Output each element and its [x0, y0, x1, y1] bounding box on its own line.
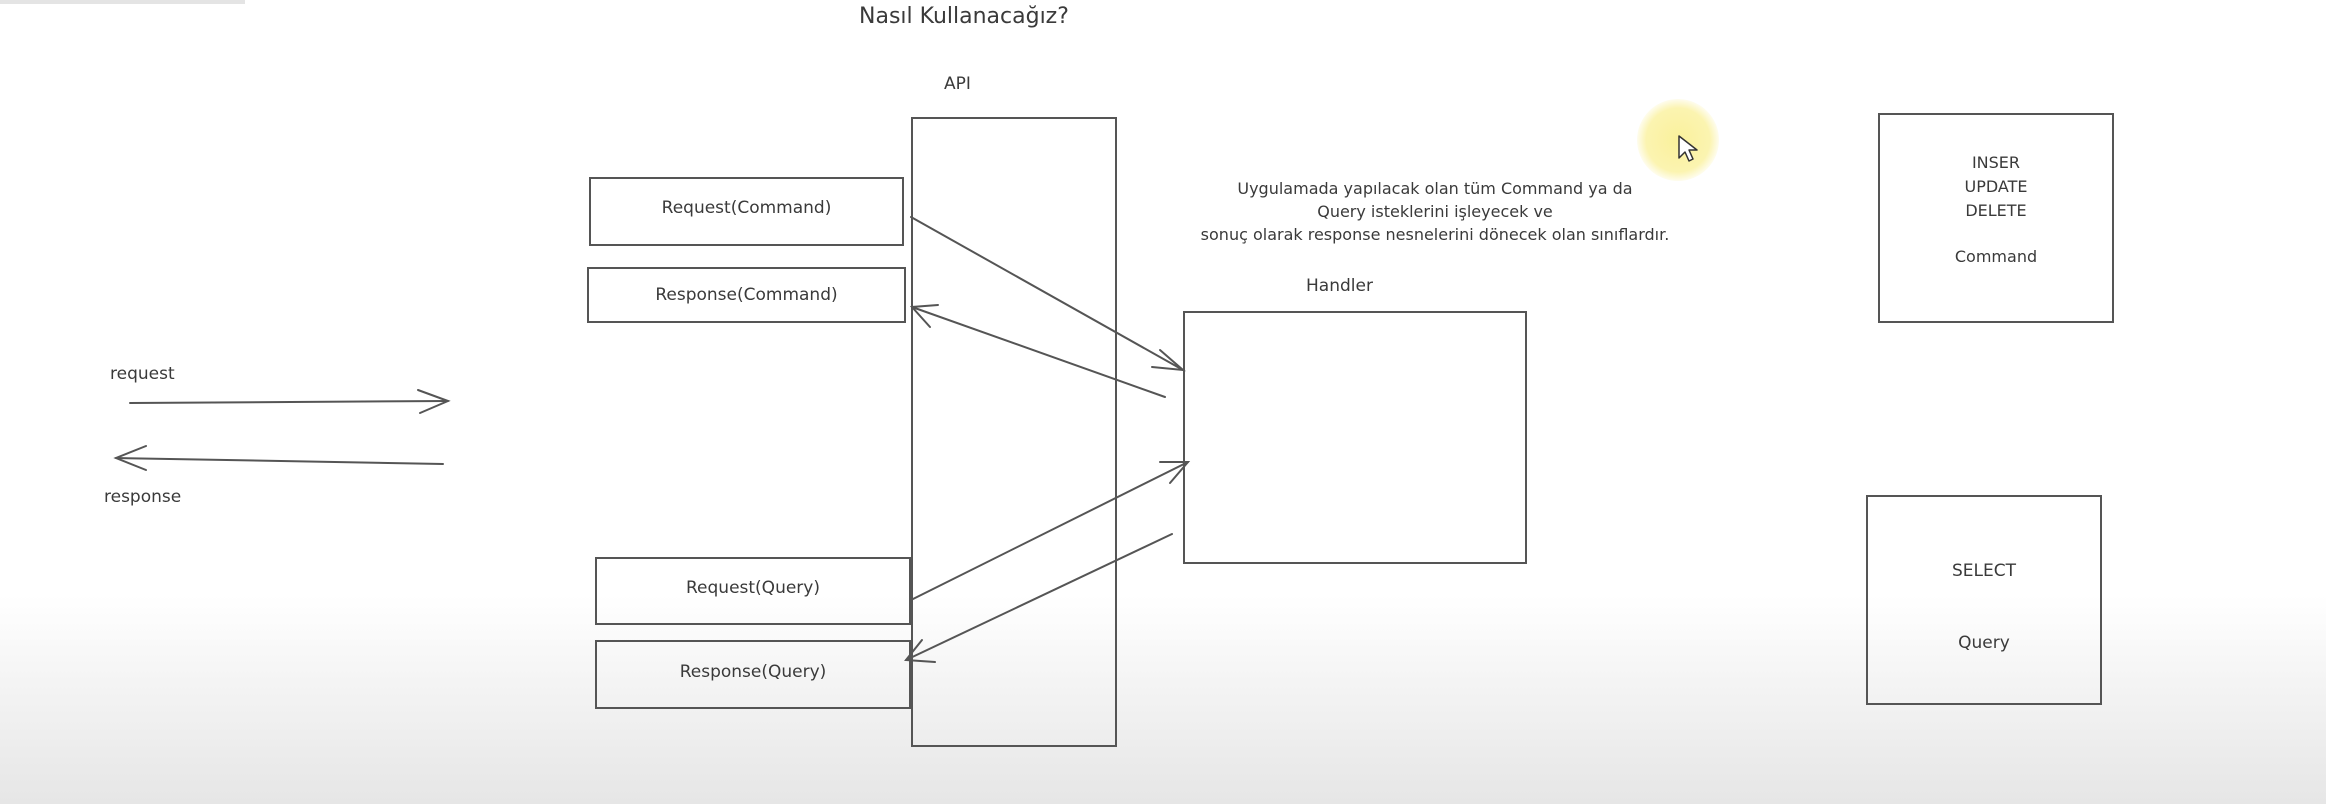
- handler-note: Uygulamada yapılacak olan tüm Command ya…: [1150, 177, 1720, 246]
- handler-to-response-command-arrow: [909, 304, 1166, 398]
- command-insert-label: INSER: [1971, 153, 2021, 172]
- query-box: SELECT Query: [1866, 495, 2102, 705]
- command-box: INSER UPDATE DELETE Command: [1878, 113, 2114, 323]
- command-delete-label: DELETE: [1965, 201, 2027, 220]
- request-arrow: [129, 389, 451, 414]
- command-type-label: Command: [1954, 247, 2038, 266]
- handler-to-response-query-arrow: [904, 533, 1173, 663]
- request-command-label: Request(Command): [661, 198, 832, 218]
- command-box-text: INSER UPDATE DELETE Command: [1880, 151, 2112, 269]
- handler-note-line-3: sonuç olarak response nesnelerini dönece…: [1200, 225, 1670, 244]
- api-box: [911, 117, 1117, 747]
- query-select-label: SELECT: [1952, 561, 2016, 581]
- handler-box: [1183, 311, 1527, 564]
- handler-note-line-2: Query isteklerini işleyecek ve: [1317, 202, 1553, 221]
- response-command-box: Response(Command): [587, 267, 906, 323]
- request-query-label: Request(Query): [686, 578, 820, 598]
- response-label: response: [104, 487, 182, 507]
- query-type-label: Query: [1958, 633, 2010, 653]
- request-command-to-handler-arrow: [910, 216, 1187, 372]
- toolbar-remnant: [0, 0, 245, 4]
- response-arrow: [113, 445, 444, 471]
- cursor-highlight: [1637, 99, 1719, 181]
- response-query-box: Response(Query): [595, 640, 911, 709]
- diagram-title: Nasıl Kullanacağız?: [859, 4, 1069, 29]
- response-query-label: Response(Query): [679, 662, 827, 682]
- response-command-label: Response(Command): [655, 285, 838, 305]
- command-update-label: UPDATE: [1964, 177, 2028, 196]
- api-label: API: [944, 74, 971, 94]
- request-command-box: Request(Command): [589, 177, 904, 246]
- request-query-box: Request(Query): [595, 557, 911, 625]
- request-label: request: [110, 364, 175, 384]
- handler-label: Handler: [1306, 276, 1373, 296]
- mouse-pointer-icon: [1678, 135, 1698, 162]
- request-query-to-handler-arrow: [910, 461, 1191, 601]
- handler-note-line-1: Uygulamada yapılacak olan tüm Command ya…: [1237, 179, 1633, 198]
